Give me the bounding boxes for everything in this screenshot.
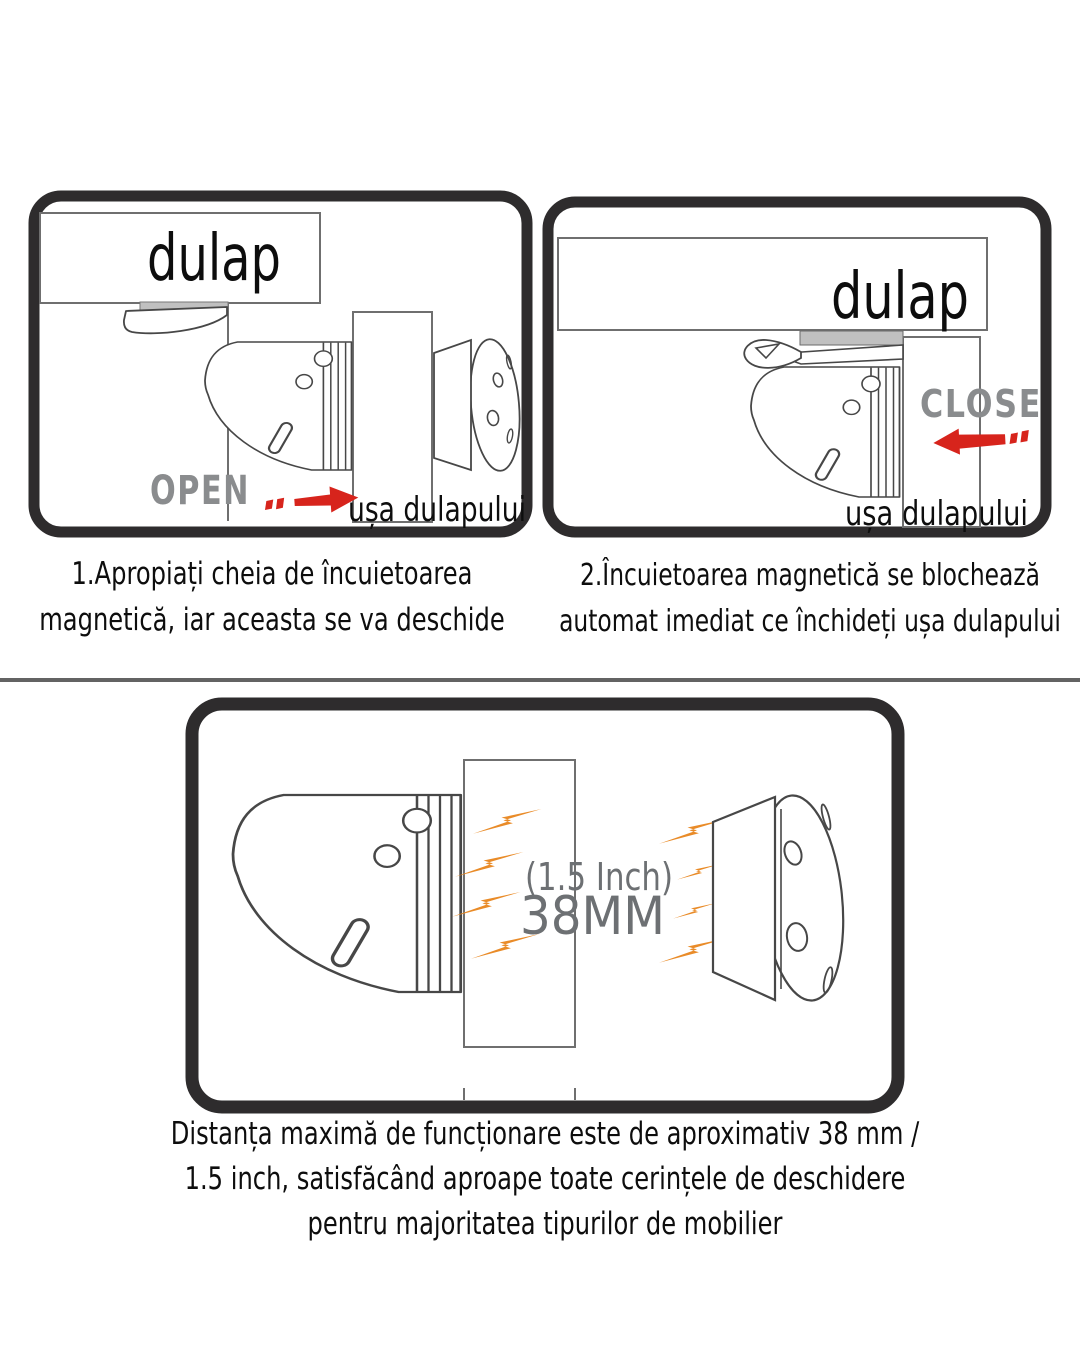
cabinet-label: dulap [831, 260, 969, 334]
magnetic-key-drawing [711, 794, 845, 1002]
door-label: ușa dulapului [845, 494, 1028, 534]
step2-caption-line1: 2.Încuietoarea magnetică se blochează [579, 558, 1041, 593]
open-label: OPEN [150, 468, 250, 514]
latch-hook-hole [754, 342, 782, 360]
distance-panel: (1.5 Inch) 38MM [185, 697, 905, 1114]
step1-caption-line2: magnetică, iar aceasta se va deschide [39, 602, 505, 638]
close-arrow-icon [933, 428, 1029, 455]
magnetic-key-drawing [433, 338, 521, 472]
step2-panel: dulap CLOSE ușa dulapului [542, 196, 1052, 538]
mm-label: 38MM [520, 886, 665, 947]
distance-caption-line1: Distanța maximă de funcționare este de a… [170, 1116, 920, 1152]
step1-caption: 1.Apropiați cheia de încuietoarea magnet… [22, 551, 521, 643]
open-arrow-icon [264, 486, 359, 513]
step1-caption-line1: 1.Apropiați cheia de încuietoarea [71, 556, 473, 592]
cabinet-door-board [902, 336, 981, 528]
step2-caption: 2.Încuietoarea magnetică se blochează au… [545, 553, 1075, 645]
distance-caption-line3: pentru majoritatea tipurilor de mobilier [307, 1206, 783, 1242]
step2-caption-line2: automat imediat ce închideți ușa dulapul… [559, 604, 1061, 639]
cabinet-box [557, 237, 988, 331]
inch-label: (1.5 Inch) [525, 855, 673, 899]
step1-panel: dulap OPEN ușa dulapului [28, 190, 533, 538]
distance-caption-line2: 1.5 inch, satisfăcând aproape toate ceri… [184, 1161, 906, 1197]
cabinet-door-board [352, 311, 433, 523]
section-divider [0, 678, 1080, 682]
latch-arm-open [123, 306, 228, 335]
cabinet-label: dulap [147, 222, 281, 296]
distance-caption: Distanța maximă de funcționare este de a… [171, 1112, 920, 1247]
strike-plate [799, 330, 904, 346]
cabinet-box [39, 212, 321, 304]
door-label: ușa dulapului [348, 490, 526, 530]
close-label: CLOSE [920, 382, 1042, 426]
cabinet-door-board [463, 759, 576, 1048]
